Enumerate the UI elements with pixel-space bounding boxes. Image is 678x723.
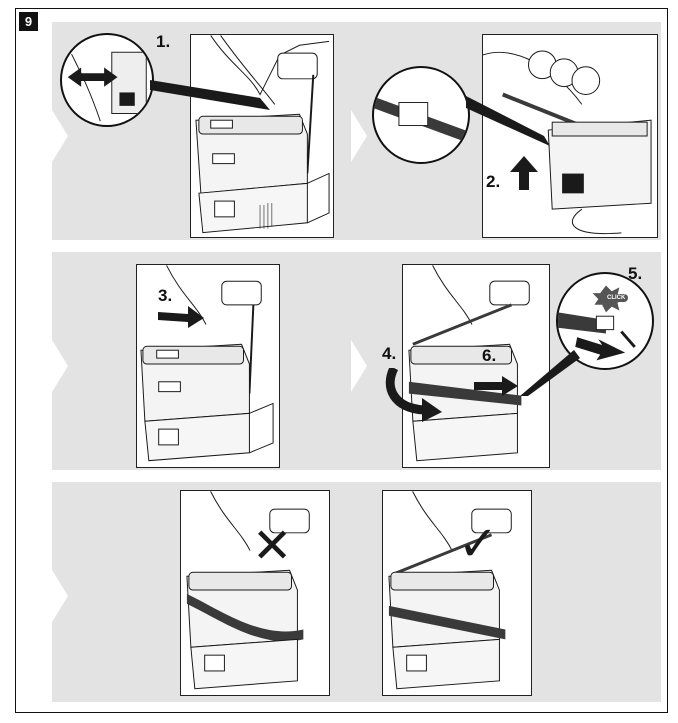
inset-connector-5 bbox=[520, 350, 580, 396]
panel-step-2 bbox=[482, 34, 658, 238]
inset-connector-2 bbox=[466, 96, 550, 146]
car-seat-cooler-wrong-illustration bbox=[186, 491, 310, 690]
row1-chevron-left bbox=[52, 110, 68, 162]
label-step-3: 3. bbox=[158, 286, 173, 305]
panel-step-4 bbox=[402, 264, 550, 468]
label-step-4: 4. bbox=[382, 344, 397, 363]
inset-step-5 bbox=[556, 272, 654, 370]
inset-step-1 bbox=[60, 33, 154, 127]
row1-chevron-mid bbox=[351, 110, 367, 162]
click-indicator: CLICK bbox=[604, 294, 629, 302]
panel-step-3 bbox=[136, 264, 280, 468]
label-step-5: 5. bbox=[628, 264, 643, 283]
car-seat-cooler-illustration bbox=[195, 35, 330, 234]
row3-chevron-left bbox=[52, 570, 68, 622]
car-seat-cooler-illustration bbox=[140, 265, 274, 462]
label-step-2: 2. bbox=[486, 172, 501, 191]
car-seat-cooler-strap-illustration bbox=[408, 265, 530, 462]
label-step-1: 1. bbox=[156, 32, 171, 51]
panel-correct-strap bbox=[382, 490, 532, 696]
row2-chevron-left bbox=[52, 340, 68, 392]
panel-step-1 bbox=[190, 34, 334, 238]
up-arrow-icon bbox=[510, 156, 538, 190]
step-number-badge: 9 bbox=[19, 12, 38, 31]
panel-incorrect-strap bbox=[180, 490, 330, 696]
label-step-6: 6. bbox=[482, 346, 497, 365]
inset-step-2 bbox=[372, 66, 470, 164]
right-arrow-icon bbox=[158, 306, 204, 328]
correct-mark-icon: ✓ bbox=[458, 516, 499, 572]
curved-arrow-icon bbox=[385, 368, 442, 422]
car-seat-cooler-correct-illustration bbox=[388, 491, 512, 690]
inset-connector-1 bbox=[150, 80, 270, 110]
incorrect-mark-icon: ✕ bbox=[252, 518, 293, 574]
right-arrow-icon bbox=[474, 376, 518, 396]
row2-chevron-mid bbox=[351, 340, 367, 392]
car-seat-cooler-illustration bbox=[483, 50, 652, 235]
row-band-3 bbox=[52, 482, 661, 702]
